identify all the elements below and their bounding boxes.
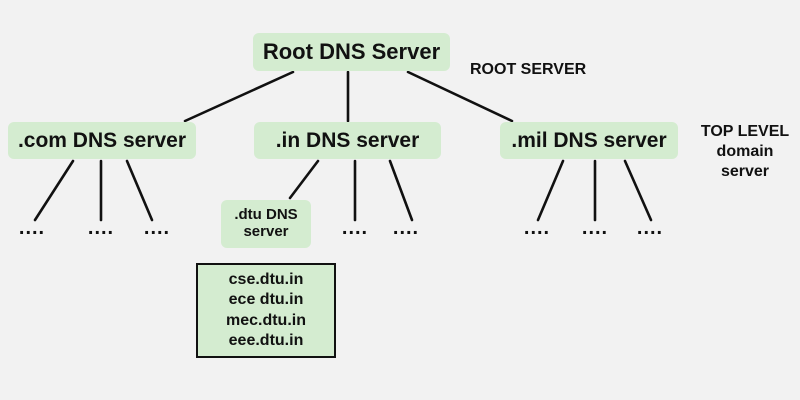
edge-mil-to-mil-leaf-3	[623, 159, 653, 222]
subdomain-line-1: ece dtu.in	[228, 291, 304, 309]
leaf-node-mil-leaf-2: ....	[581, 217, 609, 239]
edge-in-to-in-leaf-2	[388, 159, 414, 222]
label-root-server: ROOT SERVER	[470, 61, 587, 78]
subdomain-line-3: eee.dtu.in	[228, 331, 304, 349]
edge-com-to-com-leaf-1	[33, 159, 75, 222]
leaf-node-com-leaf-2: ....	[87, 217, 115, 239]
edge-root-to-mil	[406, 70, 514, 123]
node-in-dns-server-label: .in DNS server	[275, 128, 420, 152]
leaf-node-mil-leaf-1: ....	[523, 217, 551, 239]
node-root-dns-server-label: Root DNS Server	[262, 38, 441, 64]
node-com-dns-server[interactable]: .com DNS server	[8, 122, 196, 159]
label-top-level-domain-server: TOP LEVEL domain server	[700, 123, 790, 180]
node-dtu-dns-server-label: .dtu DNS server	[234, 206, 298, 240]
edge-root-to-com	[183, 70, 295, 123]
node-com-dns-server-label: .com DNS server	[17, 128, 187, 152]
subdomain-list-box: cse.dtu.in ece dtu.in mec.dtu.in eee.dtu.in	[196, 263, 336, 358]
node-dtu-dns-server[interactable]: .dtu DNS server	[221, 200, 311, 248]
node-in-dns-server[interactable]: .in DNS server	[254, 122, 441, 159]
node-mil-dns-server-label: .mil DNS server	[511, 128, 667, 152]
edge-com-to-com-leaf-3	[125, 159, 154, 222]
leaf-node-com-leaf-3: ....	[143, 217, 171, 239]
subdomain-line-2: mec.dtu.in	[225, 311, 306, 329]
leaf-node-in-leaf-2: ....	[392, 217, 420, 239]
leaf-node-mil-leaf-3: ....	[636, 217, 664, 239]
leaf-node-in-leaf-1: ....	[341, 217, 369, 239]
node-root-dns-server[interactable]: Root DNS Server	[253, 33, 450, 71]
node-mil-dns-server[interactable]: .mil DNS server	[500, 122, 678, 159]
edge-in-to-dtu	[288, 159, 320, 200]
edge-mil-to-mil-leaf-1	[536, 159, 565, 222]
leaf-node-com-leaf-1: ....	[18, 217, 46, 239]
subdomain-line-0: cse.dtu.in	[228, 270, 304, 288]
